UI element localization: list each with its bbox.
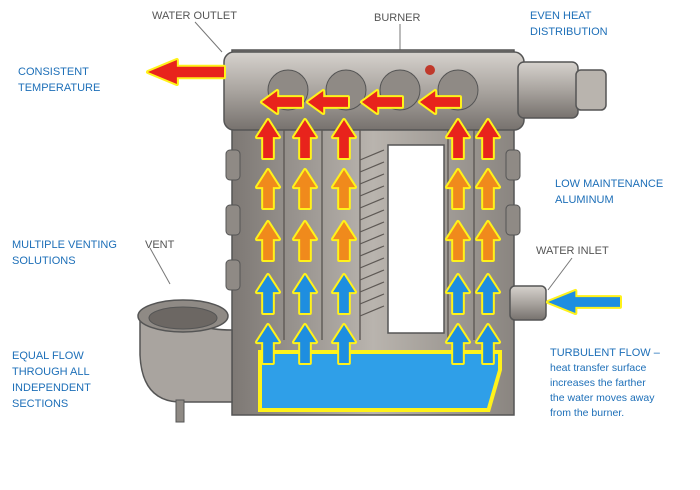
equal-flow-label: EQUAL FLOW THROUGH ALL INDEPENDENT SECTI… [12, 350, 91, 410]
vertical-flow-arrows [255, 118, 501, 365]
arrow-up-red-icon [331, 118, 357, 160]
arrow-up-blue-icon [445, 323, 471, 365]
arrow-up-orange-icon [292, 220, 318, 262]
arrow-up-orange-icon [475, 168, 501, 210]
arrow-up-blue-icon [255, 323, 281, 365]
water-outlet-callout-line [194, 21, 223, 53]
water-reservoir [262, 354, 498, 408]
arrow-left-red-icon [418, 89, 462, 115]
turbulent-flow-callout: TURBULENT FLOW – heat transfer surface i… [550, 346, 660, 421]
arrow-up-blue-icon [331, 323, 357, 365]
vent-pipe [137, 299, 233, 423]
water-inlet-callout-line [547, 257, 573, 291]
consistent-temperature-label: CONSISTENT TEMPERATURE [18, 66, 101, 94]
arrow-up-orange-icon [331, 168, 357, 210]
arrow-up-blue-icon [331, 273, 357, 315]
arrow-up-blue-icon [475, 323, 501, 365]
arrow-up-orange-icon [331, 220, 357, 262]
arrow-up-orange-icon [475, 220, 501, 262]
arrow-up-orange-icon [292, 168, 318, 210]
arrow-up-orange-icon [445, 168, 471, 210]
arrow-up-orange-icon [255, 220, 281, 262]
turbulent-flow-title: TURBULENT FLOW – [550, 347, 660, 359]
turbulent-flow-body: heat transfer surface increases the fart… [550, 362, 655, 419]
multiple-venting-solutions-label: MULTIPLE VENTING SOLUTIONS [12, 239, 117, 267]
top-flow-arrows [146, 58, 622, 315]
inlet-arrow-left-icon [546, 289, 622, 315]
arrow-up-orange-icon [255, 168, 281, 210]
arrow-left-red-icon [260, 89, 304, 115]
even-heat-distribution-label: EVEN HEAT DISTRIBUTION [530, 10, 608, 38]
arrow-up-blue-icon [292, 323, 318, 365]
water-outlet-label: WATER OUTLET [152, 10, 237, 22]
arrow-up-red-icon [445, 118, 471, 160]
arrow-up-red-icon [255, 118, 281, 160]
arrow-up-blue-icon [292, 273, 318, 315]
arrow-up-blue-icon [255, 273, 281, 315]
arrow-left-red-icon [306, 89, 350, 115]
arrow-up-orange-icon [445, 220, 471, 262]
burner-label: BURNER [374, 12, 421, 24]
vent-callout-line [149, 247, 171, 285]
arrow-up-blue-icon [445, 273, 471, 315]
low-maintenance-aluminum-label: LOW MAINTENANCE ALUMINUM [555, 178, 664, 206]
outlet-arrow-left-icon [146, 58, 226, 86]
arrow-up-red-icon [475, 118, 501, 160]
vent-label: VENT [145, 239, 175, 251]
arrow-up-red-icon [292, 118, 318, 160]
water-inlet-label: WATER INLET [536, 245, 609, 257]
arrow-left-red-icon [360, 89, 404, 115]
arrow-up-blue-icon [475, 273, 501, 315]
